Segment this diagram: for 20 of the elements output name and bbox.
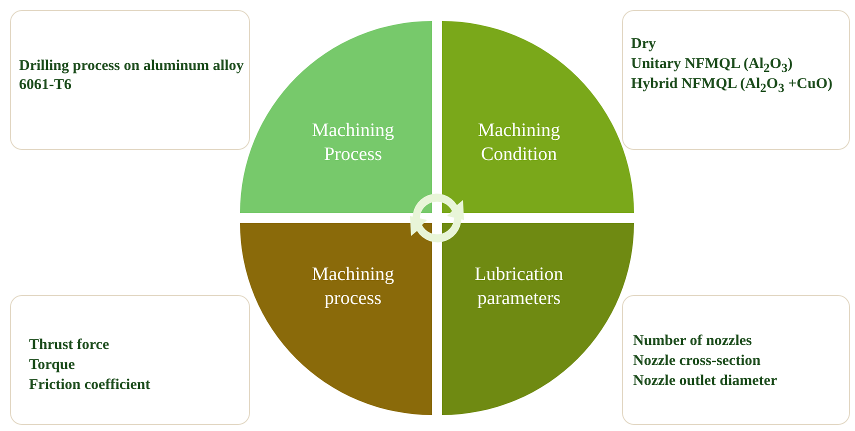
list-item: Torque xyxy=(29,356,76,375)
list-item: Hybrid NFMQL (Al$_{2}$O$_{3}$ +CuO) xyxy=(631,75,834,97)
list-item: Thrust force xyxy=(29,336,110,355)
text-card xyxy=(622,10,850,150)
list-item: Friction coefficient xyxy=(29,376,152,395)
text-card xyxy=(10,10,250,150)
list-item: Drilling process on aluminum alloy 6061-T6 xyxy=(19,57,244,95)
quadrant-segment xyxy=(240,223,432,415)
list-item: Number of nozzles xyxy=(633,332,753,351)
list-item: Nozzle cross-section xyxy=(633,352,762,371)
quadrant-segment xyxy=(442,223,634,415)
text-card xyxy=(622,295,850,425)
quadrant-label: Lubrication parameters xyxy=(474,263,564,311)
text-card xyxy=(10,295,250,425)
list-item: Unitary NFMQL (Al$_{2}$O$_{3}$) xyxy=(631,55,794,77)
list-item: Nozzle outlet diameter xyxy=(633,372,778,391)
quadrant-label: Machining process xyxy=(310,263,396,311)
quadrant-label: Machining Process xyxy=(310,119,396,167)
quadrant-label: Machining Condition xyxy=(476,119,562,167)
list-item: Dry xyxy=(631,35,657,54)
